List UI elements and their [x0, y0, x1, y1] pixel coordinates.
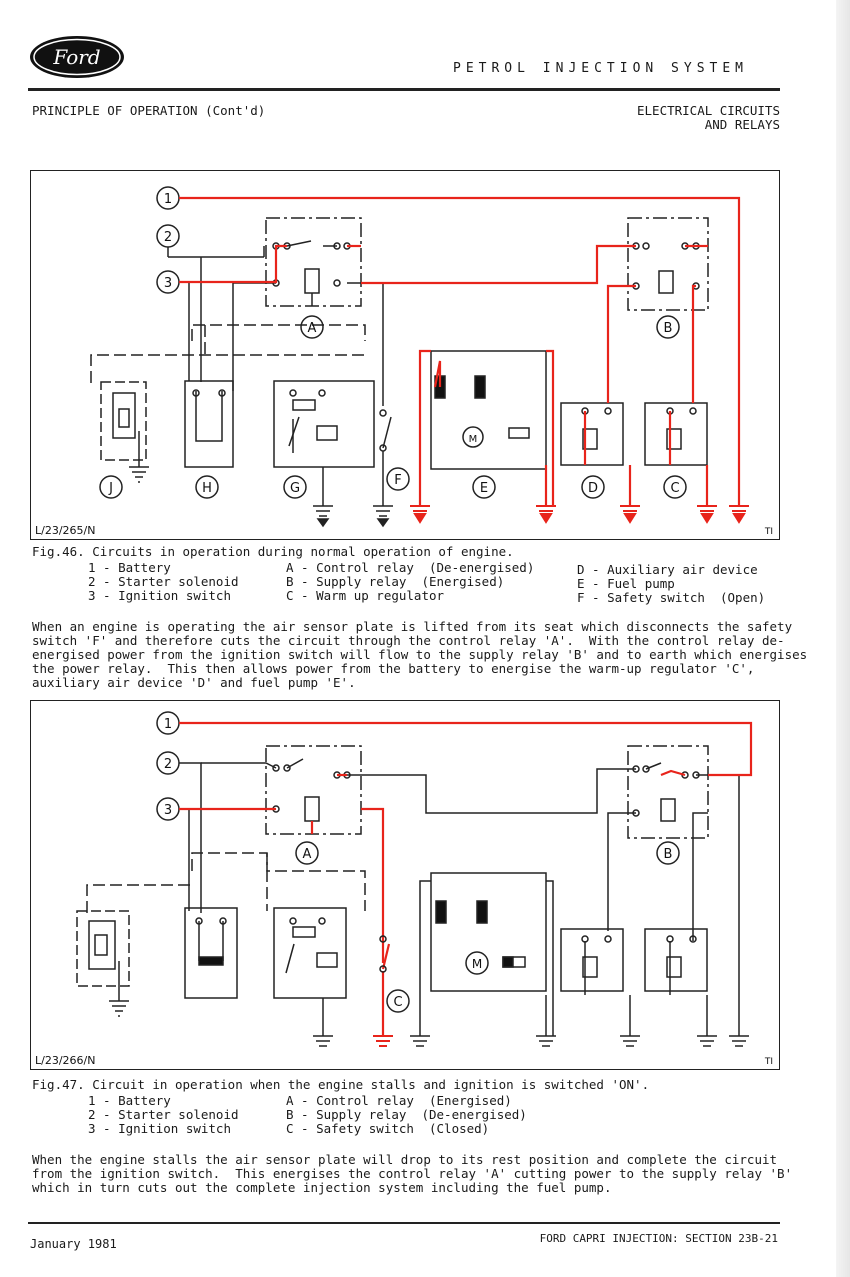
- fig46-label-C: C: [670, 481, 679, 496]
- fig46-node-1: 1: [164, 192, 172, 207]
- fig46-legend-col2: A - Control relay (De-energised) B - Sup…: [286, 560, 535, 603]
- fig46-legend-col1: 1 - Battery 2 - Starter solenoid 3 - Ign…: [88, 560, 239, 603]
- svg-text:M: M: [469, 434, 478, 445]
- header-rule: [28, 88, 780, 91]
- fig47-ti: TI: [764, 1057, 773, 1067]
- figure-46-diagram: 1 2 3 A B J H G F E D C M L/23/265/N TI: [30, 170, 780, 540]
- section-heading: PRINCIPLE OF OPERATION (Cont'd): [32, 103, 266, 118]
- subsection-heading-2: AND RELAYS: [704, 117, 780, 132]
- fig47-motor-label: M: [472, 957, 482, 971]
- fig47-ref: L/23/266/N: [35, 1054, 95, 1067]
- fig46-label-H: H: [202, 481, 212, 496]
- paragraph-2: When the engine stalls the air sensor pl…: [32, 1152, 793, 1195]
- page-edge-shadow: [836, 0, 850, 1277]
- ford-logo: Ford: [28, 34, 126, 80]
- fig47-node-3: 3: [164, 803, 172, 818]
- footer-date: January 1981: [30, 1237, 117, 1251]
- fig47-label-A: A: [303, 847, 312, 862]
- fig47-label-B: B: [664, 847, 673, 862]
- fig46-label-J: J: [108, 481, 113, 496]
- figure-47-diagram: 1 2 3 A B C M L/23/266/N TI: [30, 700, 780, 1070]
- ford-logo-text: Ford: [52, 45, 100, 69]
- fig46-legend-col3: D - Auxiliary air device E - Fuel pump F…: [577, 562, 766, 605]
- header-title: PETROL INJECTION SYSTEM: [453, 61, 749, 76]
- fig46-caption: Fig.46. Circuits in operation during nor…: [32, 544, 514, 559]
- fig46-label-F: F: [394, 473, 401, 488]
- footer-rule: [28, 1222, 780, 1224]
- fig47-caption: Fig.47. Circuit in operation when the en…: [32, 1077, 650, 1092]
- fig46-label-E: E: [480, 481, 488, 496]
- fig46-ti: TI: [764, 527, 773, 537]
- paragraph-1: When an engine is operating the air sens…: [32, 619, 808, 690]
- subsection-heading-1: ELECTRICAL CIRCUITS: [637, 103, 780, 118]
- fig47-label-C: C: [393, 995, 402, 1010]
- fig46-label-D: D: [588, 481, 598, 496]
- fig47-legend-col2: A - Control relay (Energised) B - Supply…: [286, 1093, 527, 1136]
- fig47-legend-col1: 1 - Battery 2 - Starter solenoid 3 - Ign…: [88, 1093, 239, 1136]
- fig46-label-B: B: [664, 321, 673, 336]
- fig47-node-2: 2: [164, 757, 172, 772]
- fig46-label-A: A: [308, 321, 317, 336]
- fig46-node-3: 3: [164, 276, 172, 291]
- fig46-label-G: G: [290, 481, 300, 496]
- fig46-node-2: 2: [164, 230, 172, 245]
- footer-section: FORD CAPRI INJECTION: SECTION 23B-21: [539, 1232, 778, 1245]
- fig46-ref: L/23/265/N: [35, 524, 95, 537]
- fig47-node-1: 1: [164, 717, 172, 732]
